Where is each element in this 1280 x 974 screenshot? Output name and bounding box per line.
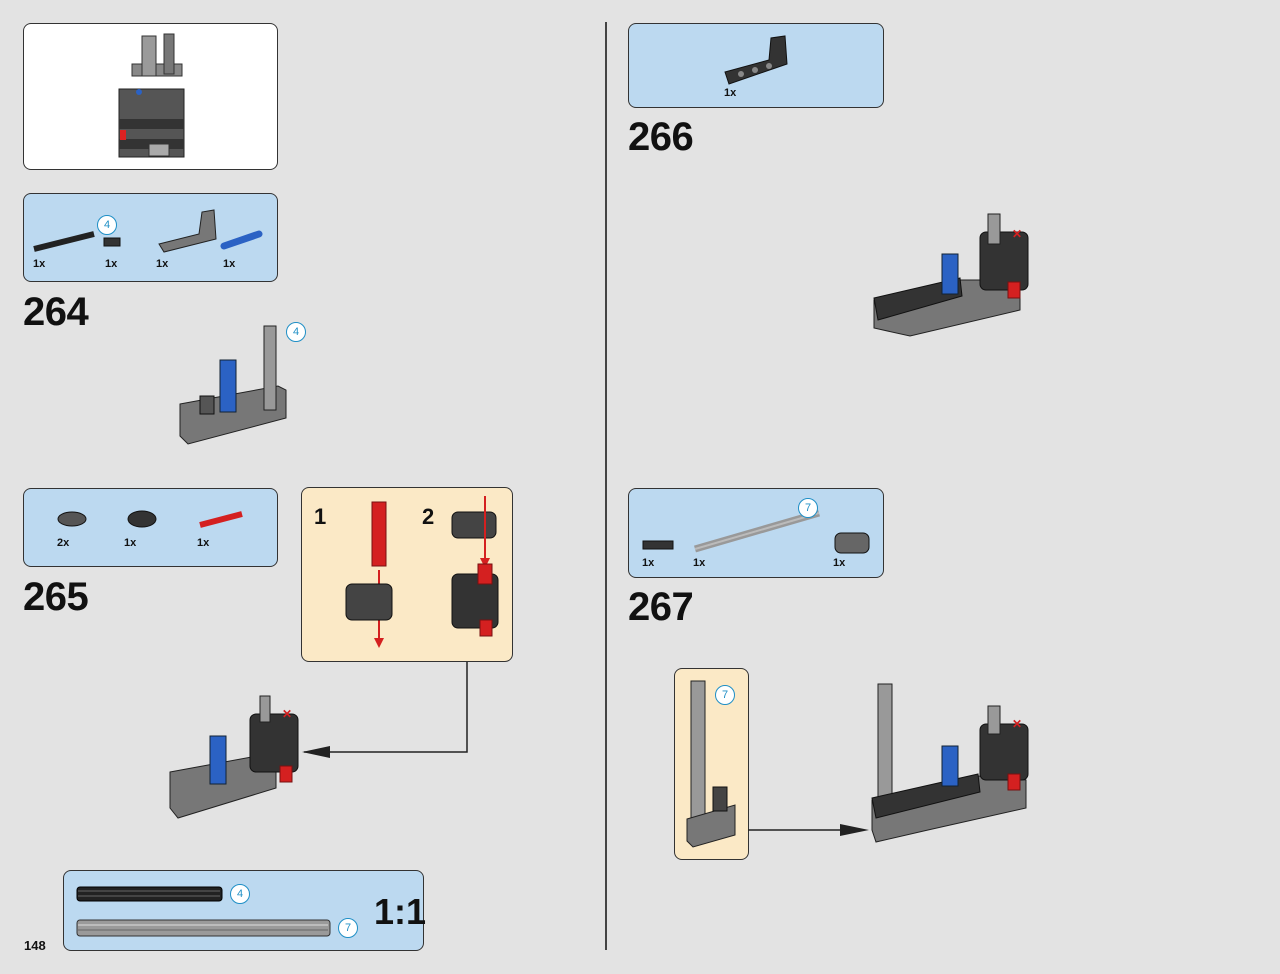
- substep-number: 2: [422, 504, 435, 529]
- qty-label: 1x: [724, 87, 737, 99]
- model-step-265: ✕: [169, 695, 299, 819]
- scale-label: 1:1: [374, 891, 427, 932]
- qty-label: 1x: [693, 557, 706, 569]
- qty-label: 1x: [124, 537, 137, 549]
- scale-parts-images: [76, 886, 331, 937]
- parts-images-264: [33, 209, 263, 253]
- qty-label: 1x: [105, 258, 118, 270]
- parts-images-267: [642, 509, 870, 554]
- callout-7-icon: 7: [715, 685, 735, 705]
- sub-assembly-267: 7: [674, 668, 749, 860]
- sub-assembly-box: 1 2: [301, 487, 513, 662]
- callout-7-icon: 7: [798, 498, 818, 518]
- svg-text:✕: ✕: [282, 707, 292, 721]
- qty-label: 1x: [642, 557, 655, 569]
- page-number: 148: [24, 938, 46, 953]
- previous-build-preview: [23, 23, 278, 170]
- parts-list-267: 7 1x 1x 1x: [628, 488, 884, 578]
- step-number-266: 266: [628, 115, 694, 159]
- connector-arrow-267: [748, 824, 869, 836]
- scale-reference-box: 4 7 1:1: [63, 870, 427, 951]
- step-number-265: 265: [23, 575, 89, 619]
- qty-label: 2x: [57, 537, 70, 549]
- qty-label: 1x: [833, 557, 846, 569]
- parts-list-266: 1x: [628, 23, 884, 108]
- qty-label: 1x: [33, 258, 46, 270]
- qty-label: 1x: [197, 537, 210, 549]
- svg-text:✕: ✕: [1012, 717, 1022, 731]
- callout-4-icon: 4: [97, 215, 117, 235]
- sub-assembly-image-267: [686, 680, 736, 848]
- model-step-266: ✕: [873, 213, 1029, 337]
- callout-4-icon: 4: [286, 322, 306, 342]
- parts-list-265: 2x 1x 1x: [23, 488, 278, 567]
- step-number-267: 267: [628, 585, 694, 629]
- qty-label: 1x: [156, 258, 169, 270]
- qty-label: 1x: [223, 258, 236, 270]
- callout-7-icon: 7: [338, 918, 358, 938]
- step-number-264: 264: [23, 290, 89, 334]
- svg-text:✕: ✕: [1012, 227, 1022, 241]
- sub-assembly-images: [345, 496, 499, 648]
- connector-arrow-265: [302, 662, 468, 758]
- substep-number: 1: [314, 504, 327, 529]
- page-divider: [605, 22, 607, 950]
- callout-4-icon: 4: [230, 884, 250, 904]
- model-step-267: ✕: [871, 683, 1029, 843]
- parts-images-265: [57, 510, 243, 528]
- parts-list-264: 4 1x 1x 1x 1x: [23, 193, 278, 282]
- model-step-264: [179, 325, 287, 445]
- build-model-image: [118, 33, 185, 158]
- parts-images-266: [724, 35, 788, 85]
